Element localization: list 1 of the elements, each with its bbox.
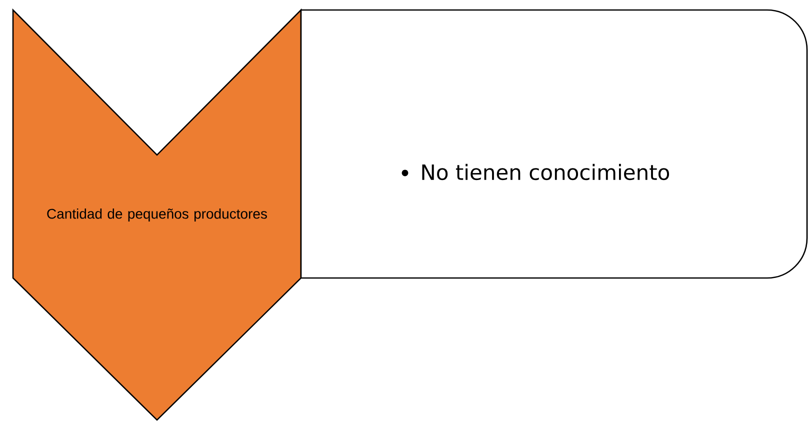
- rounded-box: No tienen conocimiento: [300, 9, 808, 279]
